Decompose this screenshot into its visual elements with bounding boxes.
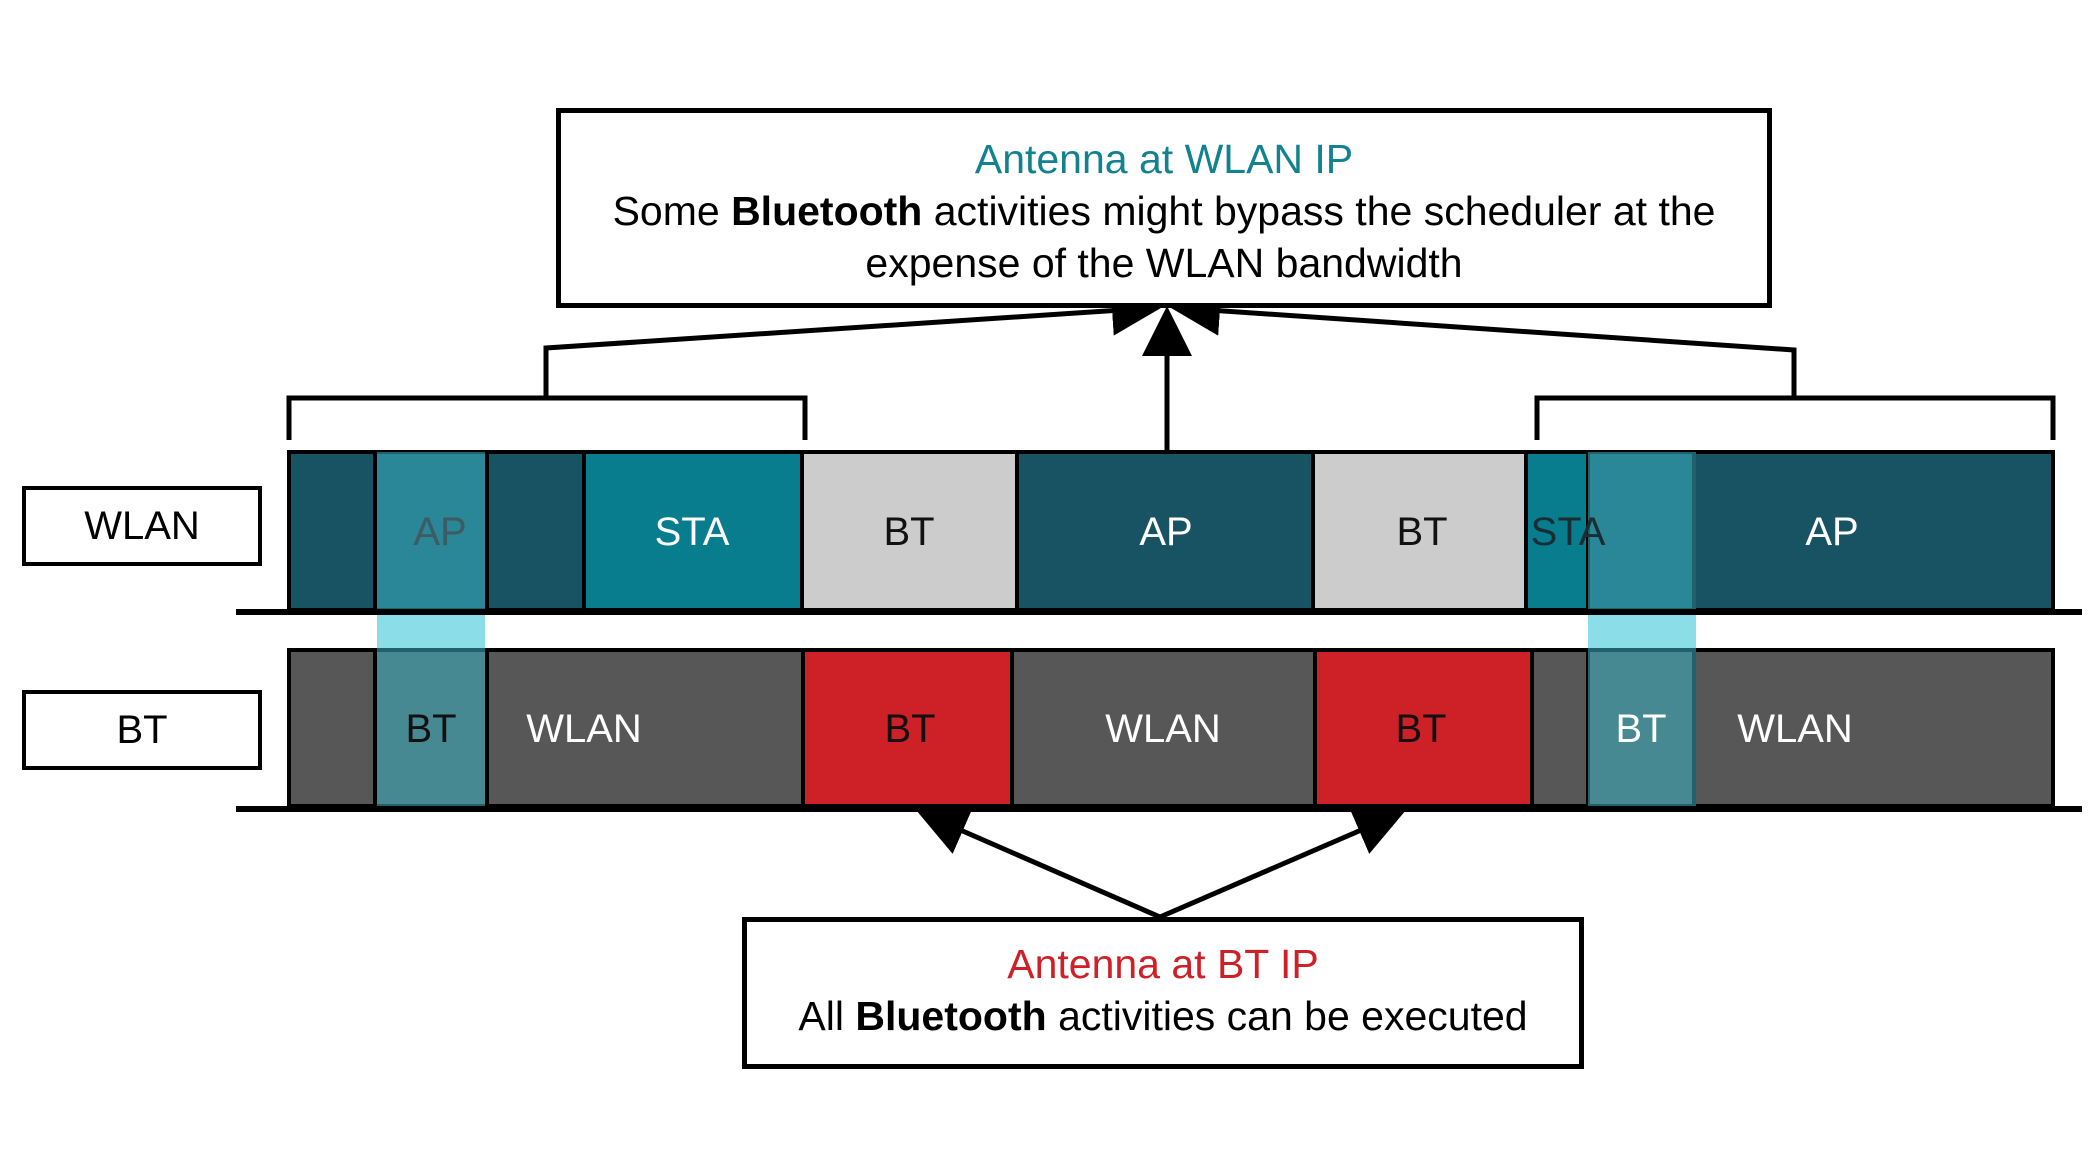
- bt-segment-4: [801, 648, 1014, 808]
- connector-left-arrow: [543, 285, 1162, 398]
- callout-wlan-line2: expense of the WLAN bandwidth: [865, 240, 1463, 286]
- callout-bt-title: Antenna at BT IP: [1007, 941, 1319, 987]
- bracket-right: [1534, 395, 2056, 440]
- wlan-segment-label-6: AP: [1139, 510, 1192, 554]
- bt-segment-6: [1313, 648, 1534, 808]
- wlan-segment-label-8: STA: [1531, 510, 1606, 554]
- bt-segment-label-5: WLAN: [1105, 707, 1221, 751]
- arrow-to-bt-2: [1159, 807, 1406, 920]
- wlan-segment-1: [287, 450, 377, 612]
- callout-wlan-bold: Bluetooth: [731, 188, 923, 234]
- callout-wlan-title: Antenna at WLAN IP: [974, 136, 1354, 182]
- bt-segment-label-8: BT: [1615, 707, 1666, 751]
- callout-wlan-line1-post: activities might bypass the scheduler at…: [922, 188, 1716, 234]
- wlan-segment-label-4: STA: [655, 510, 730, 554]
- callout-bt-antenna: Antenna at BT IP All Bluetooth activitie…: [742, 917, 1584, 1069]
- wlan-segment-3: [485, 450, 586, 612]
- callout-bt-line1-pre: All: [798, 993, 856, 1039]
- bt-segment-label-3: WLAN: [526, 707, 642, 751]
- bt-row-label-text: BT: [116, 707, 168, 752]
- wlan-segment-label-5: BT: [883, 510, 934, 554]
- wlan-segment-label-7: BT: [1396, 510, 1447, 554]
- wlan-segment-10: [1692, 450, 2055, 612]
- overlay-band-left: [377, 452, 485, 806]
- bt-segment-9: [1692, 648, 2055, 808]
- bt-row-label: BT: [22, 690, 262, 770]
- arrow-to-bt-1: [916, 808, 1161, 920]
- wlan-segment-6: [1015, 450, 1315, 612]
- segment-labels: AP STA BT AP BT STA AP BT WLAN BT WLAN BT BT WLAN: [405, 510, 1858, 751]
- callout-wlan-line1: Some Bluetooth activities might bypass t…: [561, 185, 1767, 237]
- wlan-row-label: WLAN: [22, 486, 262, 566]
- wlan-segment-8: [1524, 450, 1590, 612]
- bracket-left: [286, 395, 808, 440]
- bt-segment-label-4: BT: [884, 707, 935, 751]
- connector-right-arrow: [1170, 285, 1797, 398]
- bt-segment-label-6: BT: [1395, 707, 1446, 751]
- overlay-band-right: [1588, 452, 1696, 806]
- callout-wlan-antenna: Antenna at WLAN IP Some Bluetooth activi…: [556, 108, 1772, 308]
- bt-segment-label-2: BT: [405, 707, 456, 751]
- bt-segment-7: [1530, 648, 1590, 808]
- wlan-segment-label-2: AP: [413, 510, 466, 554]
- callout-bt-line1: All Bluetooth activities can be executed: [747, 990, 1579, 1042]
- wlan-segment-label-10: AP: [1805, 510, 1858, 554]
- bt-segment-1: [287, 648, 377, 808]
- wlan-row-label-text: WLAN: [84, 503, 200, 548]
- callout-bt-line1-post: activities can be executed: [1046, 993, 1528, 1039]
- callout-wlan-line1-pre: Some: [612, 188, 732, 234]
- callout-bt-bold: Bluetooth: [855, 993, 1047, 1039]
- bt-segment-label-9: WLAN: [1737, 707, 1853, 751]
